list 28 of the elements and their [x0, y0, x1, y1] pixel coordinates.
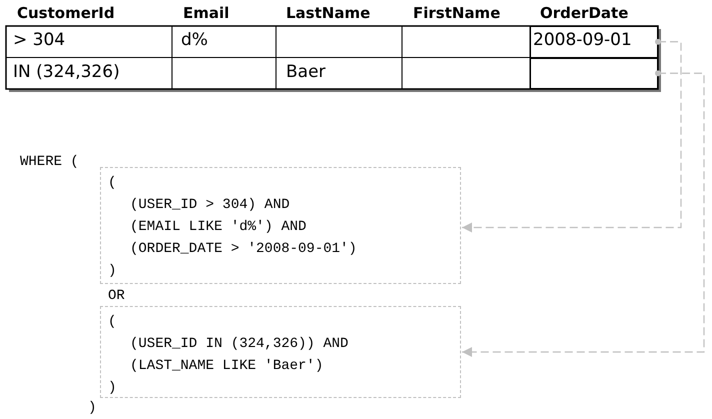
column-header: Email [183, 4, 230, 22]
code-text: WHERE ( [20, 153, 79, 172]
column-header: CustomerId [17, 4, 115, 22]
cell-text: 2008-09-01 [533, 30, 632, 50]
column-header: FirstName [413, 4, 500, 22]
code-line: (USER_ID IN (324,326)) AND [130, 335, 348, 354]
dashed-connector [462, 70, 705, 357]
condition-group-box [100, 167, 461, 284]
code-text: OR [108, 287, 125, 306]
code-line: (EMAIL LIKE 'd%') AND [130, 218, 306, 237]
code-line: (ORDER_DATE > '2008-09-01') [130, 240, 357, 259]
code-text: ) [88, 399, 96, 418]
code-line: ( [108, 174, 116, 193]
cell-text: Baer [286, 62, 326, 82]
code-line: (USER_ID > 304) AND [130, 196, 290, 215]
dashed-connector [462, 38, 682, 232]
code-line: ) [108, 379, 116, 398]
column-header: LastName [286, 4, 370, 22]
cell-text: d% [181, 30, 208, 50]
condition-group-box [100, 306, 461, 398]
column-header: OrderDate [540, 4, 628, 22]
code-line: (LAST_NAME LIKE 'Baer') [130, 357, 324, 376]
empty-table-cell [530, 58, 658, 89]
cell-text: > 304 [13, 30, 66, 50]
code-line: ( [108, 313, 116, 332]
code-line: ) [108, 262, 116, 281]
cell-text: IN (324,326) [13, 62, 120, 82]
table-cell [530, 26, 658, 58]
